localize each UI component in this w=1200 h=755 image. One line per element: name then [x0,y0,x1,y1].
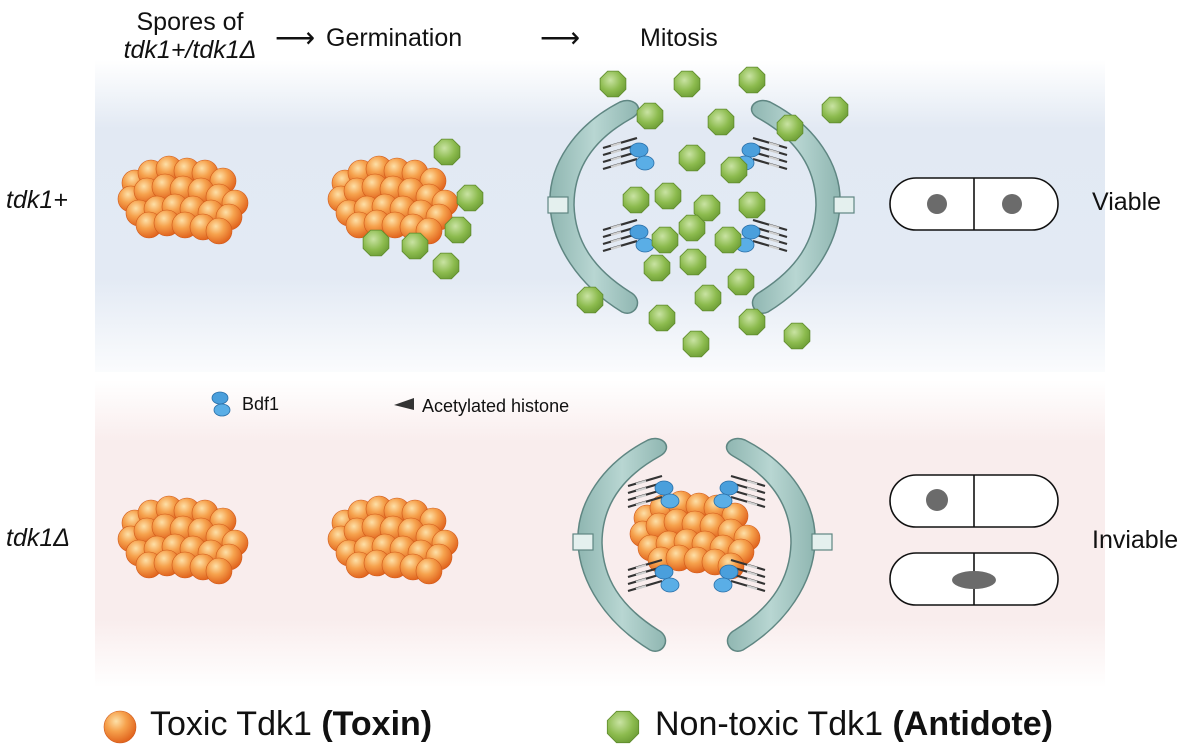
antidote-particles [362,66,849,358]
antidote-mitosis [636,102,664,130]
antidote-germination [362,229,390,257]
legend-antidote-text: Non-toxic Tdk1 [655,705,893,743]
toxin-clusters [117,155,761,585]
bdf1-key-label: Bdf1 [242,394,280,414]
antidote-mitosis [622,186,650,214]
antidote-mitosis [576,286,604,314]
antidote-germination [401,232,429,260]
antidote-mitosis [679,248,707,276]
antidote-mitosis [678,144,706,172]
chromatin-bdf1-right-bottom-upper [713,474,766,509]
outcome-inviable: Inviable [1092,526,1179,554]
acetylated-histone-key-label: Acetylated histone [422,396,570,416]
row-label-tdk1-delta: tdk1Δ [6,524,71,552]
spores-genotype: tdk1+/tdk1Δ [123,36,257,64]
chromatin-bdf1-right-top-lower [735,218,788,253]
legend-antidote-bold: (Antidote) [892,705,1053,743]
antidote-mitosis [693,194,721,222]
chromatin-bdf1-left-bottom-upper [627,474,680,509]
toxin-cluster-germination-delta-sphere [415,557,443,585]
antidote-germination [432,252,460,280]
antidote-mitosis [694,284,722,312]
antidote-mitosis [673,70,701,98]
antidote-mitosis [727,268,755,296]
daughter-cells-inviable-1 [889,474,1059,528]
legend-antidote-icon [606,710,640,744]
antidote-mitosis [678,214,706,242]
arrow-to-mitosis: ⟶ [540,22,581,53]
legend-toxin-text: Toxic Tdk1 [150,705,322,743]
daughter-cells-inviable-2 [889,552,1059,606]
toxin-cluster-spores-delta-sphere [205,557,233,585]
row-label-tdk1-plus: tdk1+ [6,186,68,214]
spindle-pole-body-right-bottom [811,533,833,551]
legend-toxin-bold: (Toxin) [321,705,433,743]
arrow-to-germination: ⟶ [275,22,316,53]
antidote-mitosis [738,191,766,219]
antidote-mitosis [738,66,766,94]
legend-antidote-label: Non-toxic Tdk1 (Antidote) [655,704,1053,744]
chromatin-bdf1-left-top-lower [602,218,655,253]
nucleus-left [927,194,947,214]
antidote-mitosis [599,70,627,98]
outcome-viable: Viable [1092,188,1162,216]
antidote-mitosis [682,330,710,358]
antidote-mitosis [648,304,676,332]
antidote-mitosis [720,156,748,184]
spores-line1: Spores of [136,8,244,36]
toxin-cluster-spores-plus-sphere [205,217,233,245]
antidote-germination [444,216,472,244]
nucleus-missegregated [926,489,948,511]
spindle-pole-body-right-top [833,196,855,214]
antidote-mitosis [643,254,671,282]
mitosis-header: Mitosis [640,24,718,52]
spores-header: Spores of tdk1+/tdk1Δ [95,8,285,64]
spindle-pole-body-left-top [547,196,569,214]
mitotic-spindles [547,99,855,652]
antidote-mitosis [707,108,735,136]
antidote-germination [456,184,484,212]
antidote-mitosis [654,182,682,210]
antidote-germination [433,138,461,166]
bdf1-key-icon [211,391,231,417]
nucleus-cut [952,571,996,589]
germination-header: Germination [326,24,463,52]
legend-toxin-icon [103,710,137,744]
antidote-mitosis [714,226,742,254]
chromatin-bdf1-complexes [602,136,788,593]
antidote-mitosis [783,322,811,350]
key-icons [103,391,640,744]
nucleus-right [1002,194,1022,214]
acetylated-histone-key-icon [394,398,414,410]
spindle-pole-body-left-bottom [572,533,594,551]
daughter-cells-viable [889,177,1059,231]
antidote-mitosis [776,114,804,142]
antidote-mitosis [651,226,679,254]
antidote-mitosis [821,96,849,124]
legend-toxin-label: Toxic Tdk1 (Toxin) [150,704,432,744]
chromatin-bdf1-right-bottom-lower [713,558,766,593]
chromatin-bdf1-left-top-upper [602,136,655,171]
antidote-mitosis [738,308,766,336]
chromatin-bdf1-left-bottom-lower [627,558,680,593]
